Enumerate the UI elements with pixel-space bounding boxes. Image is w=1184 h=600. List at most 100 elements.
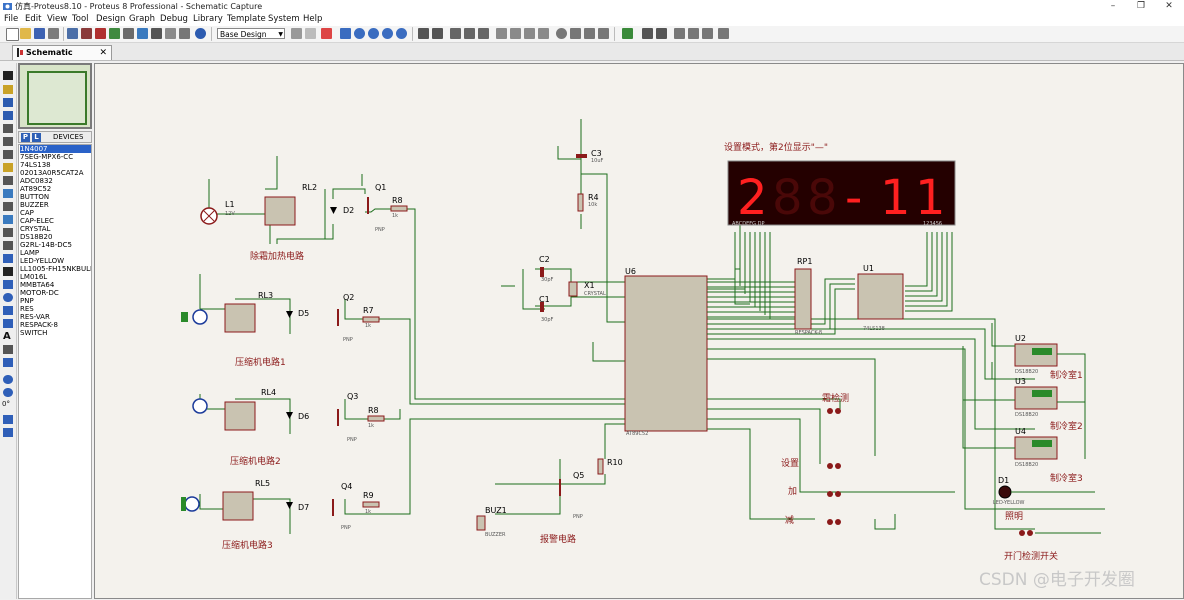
device-item[interactable]: 1N4007 — [20, 145, 91, 153]
pan-icon[interactable] — [340, 28, 351, 39]
undo-icon[interactable] — [418, 28, 429, 39]
device-item[interactable]: MOTOR-DC — [20, 289, 59, 297]
current-probe-icon[interactable] — [3, 241, 13, 250]
component-mode-icon[interactable] — [3, 85, 13, 94]
device-item[interactable]: CAP — [20, 209, 34, 217]
block-copy-icon[interactable] — [496, 28, 507, 39]
redo-icon[interactable] — [432, 28, 443, 39]
project-icon[interactable] — [179, 28, 190, 39]
search-tag-icon[interactable] — [642, 28, 653, 39]
schematic-sheet[interactable]: L1 12V RL2 D2 Q1 PNP R8 1k 除霜加热电路 RL3 D5 — [94, 63, 1184, 599]
zoom-area-icon[interactable] — [396, 28, 407, 39]
add-button-contact[interactable] — [835, 491, 841, 497]
gerber-icon[interactable] — [109, 28, 120, 39]
2d-line-icon[interactable] — [3, 267, 13, 276]
bom-icon[interactable] — [137, 28, 148, 39]
device-item[interactable]: AT89C52 — [20, 185, 52, 193]
notes-icon[interactable] — [165, 28, 176, 39]
refresh-icon[interactable] — [291, 28, 302, 39]
device-item[interactable]: ADC0832 — [20, 177, 53, 185]
help-icon[interactable] — [195, 28, 206, 39]
door-switch-contact[interactable] — [1027, 530, 1033, 536]
menu-tool[interactable]: Tool — [72, 14, 89, 24]
sub-button-contact[interactable] — [835, 519, 841, 525]
new-file-icon[interactable] — [6, 28, 19, 41]
design-select[interactable]: Base Design▼ — [217, 28, 285, 39]
2d-path-icon[interactable] — [3, 319, 13, 328]
selection-mode-icon[interactable] — [3, 71, 13, 80]
wire-label-icon[interactable] — [3, 111, 13, 120]
zoom-in-icon[interactable] — [354, 28, 365, 39]
mirror-vertical-icon[interactable] — [3, 428, 13, 437]
source-code-icon[interactable] — [151, 28, 162, 39]
mirror-horizontal-icon[interactable] — [3, 415, 13, 424]
text-script-icon[interactable] — [3, 124, 13, 133]
3d-view-icon[interactable] — [123, 28, 134, 39]
device-item[interactable]: BUTTON — [20, 193, 50, 201]
menu-library[interactable]: Library — [193, 14, 223, 24]
sub-circuit-icon[interactable] — [3, 150, 13, 159]
pick-device-icon[interactable] — [556, 28, 567, 39]
packaging-tool-icon[interactable] — [584, 28, 595, 39]
device-item[interactable]: DS18B20 — [20, 233, 53, 241]
device-item[interactable]: CAP-ELEC — [20, 217, 54, 225]
add-button-contact[interactable] — [827, 491, 833, 497]
device-item[interactable]: G2RL-14B-DC5 — [20, 241, 73, 249]
block-delete-icon[interactable] — [538, 28, 549, 39]
device-item[interactable]: MMBTA64 — [20, 281, 55, 289]
origin-icon[interactable] — [321, 28, 332, 39]
property-assign-icon[interactable] — [656, 28, 667, 39]
overview-viewport[interactable] — [27, 71, 87, 125]
block-rotate-icon[interactable] — [524, 28, 535, 39]
pick-devices-button[interactable]: P — [21, 133, 30, 142]
menu-edit[interactable]: Edit — [25, 14, 42, 24]
new-sheet-icon[interactable] — [674, 28, 685, 39]
device-pins-icon[interactable] — [3, 176, 13, 185]
junction-dot-icon[interactable] — [3, 98, 13, 107]
make-device-icon[interactable] — [570, 28, 581, 39]
device-item[interactable]: LM016L — [20, 273, 48, 281]
set-button-contact[interactable] — [827, 463, 833, 469]
device-item[interactable]: RES-VAR — [20, 313, 50, 321]
2d-arc-icon[interactable] — [3, 306, 13, 315]
schematic-canvas[interactable]: L1 12V RL2 D2 Q1 PNP R8 1k 除霜加热电路 RL3 D5 — [94, 63, 1184, 599]
minimize-button[interactable]: – — [1110, 1, 1116, 11]
menu-design[interactable]: Design — [96, 14, 126, 24]
device-item[interactable]: LAMP — [20, 249, 40, 257]
virtual-instruments-icon[interactable] — [3, 254, 13, 263]
devices-list[interactable]: 1N4007 7SEG-MPX6-CC 74LS138 02013A0R5CAT… — [18, 144, 92, 599]
2d-markers-icon[interactable] — [3, 358, 13, 367]
device-item[interactable]: LED-YELLOW — [20, 257, 65, 265]
close-button[interactable]: ✕ — [1165, 1, 1173, 11]
import-icon[interactable] — [48, 28, 59, 39]
2d-text-icon[interactable]: A — [3, 331, 11, 342]
device-item[interactable]: 02013A0R5CAT2A — [20, 169, 84, 177]
zoom-all-icon[interactable] — [382, 28, 393, 39]
zoom-out-icon[interactable] — [368, 28, 379, 39]
2d-circle-icon[interactable] — [3, 293, 13, 302]
device-item[interactable]: SWITCH — [20, 329, 48, 337]
device-item[interactable]: PNP — [20, 297, 34, 305]
2d-symbol-icon[interactable] — [3, 345, 13, 354]
copy-icon[interactable] — [464, 28, 475, 39]
menu-file[interactable]: File — [4, 14, 19, 24]
tab-schematic-capture[interactable]: Schematic Capture ✕ — [12, 45, 112, 71]
sub-button-contact[interactable] — [827, 519, 833, 525]
graph-mode-icon[interactable] — [3, 189, 13, 198]
menu-template[interactable]: Template — [227, 14, 266, 24]
rotate-ccw-icon[interactable] — [3, 388, 13, 397]
exit-parent-icon[interactable] — [702, 28, 713, 39]
schematic-icon[interactable] — [81, 28, 92, 39]
menu-system[interactable]: System — [268, 14, 300, 24]
tab-close-icon[interactable]: ✕ — [99, 48, 107, 58]
restore-button[interactable]: ❐ — [1136, 1, 1146, 11]
device-item[interactable]: RESPACK-8 — [20, 321, 58, 329]
door-switch-contact[interactable] — [1019, 530, 1025, 536]
wire-autorouter-icon[interactable] — [622, 28, 633, 39]
pcb-icon[interactable] — [95, 28, 106, 39]
home-icon[interactable] — [67, 28, 78, 39]
2d-box-icon[interactable] — [3, 280, 13, 289]
menu-debug[interactable]: Debug — [160, 14, 188, 24]
voltage-probe-icon[interactable] — [3, 228, 13, 237]
remove-sheet-icon[interactable] — [688, 28, 699, 39]
